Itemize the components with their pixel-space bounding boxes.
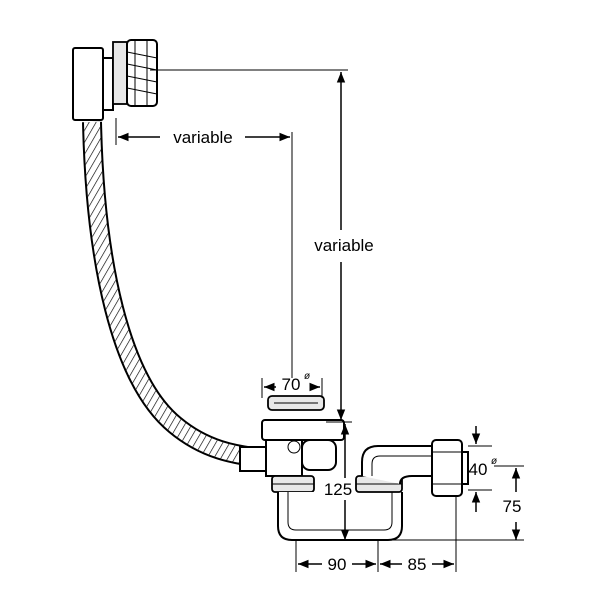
dimension-75: 75 — [494, 465, 524, 540]
label-85: 85 — [408, 555, 427, 574]
label-70-diameter-symbol: ø — [304, 371, 310, 382]
dimension-vertical-variable: variable — [150, 69, 374, 423]
dimension-90-85: 90 85 — [295, 496, 457, 574]
label-90: 90 — [328, 555, 347, 574]
dimension-125: 125 — [324, 424, 352, 540]
label-75: 75 — [503, 497, 522, 516]
dimension-40: 40 ø — [468, 426, 497, 512]
label-variable-vertical: variable — [314, 236, 374, 255]
outlet-pipe — [361, 439, 469, 497]
overflow-head — [72, 39, 158, 121]
flexible-hose — [82, 121, 267, 472]
label-40-diameter-symbol: ø — [491, 456, 497, 467]
label-125: 125 — [324, 480, 352, 499]
label-40: 40 — [469, 460, 488, 479]
bath-drain-valve — [261, 395, 345, 493]
label-70: 70 — [282, 375, 301, 394]
dimension-horizontal-variable: variable — [115, 118, 293, 378]
label-variable-horizontal: variable — [173, 128, 233, 147]
dimension-70: 70 ø — [261, 371, 323, 398]
